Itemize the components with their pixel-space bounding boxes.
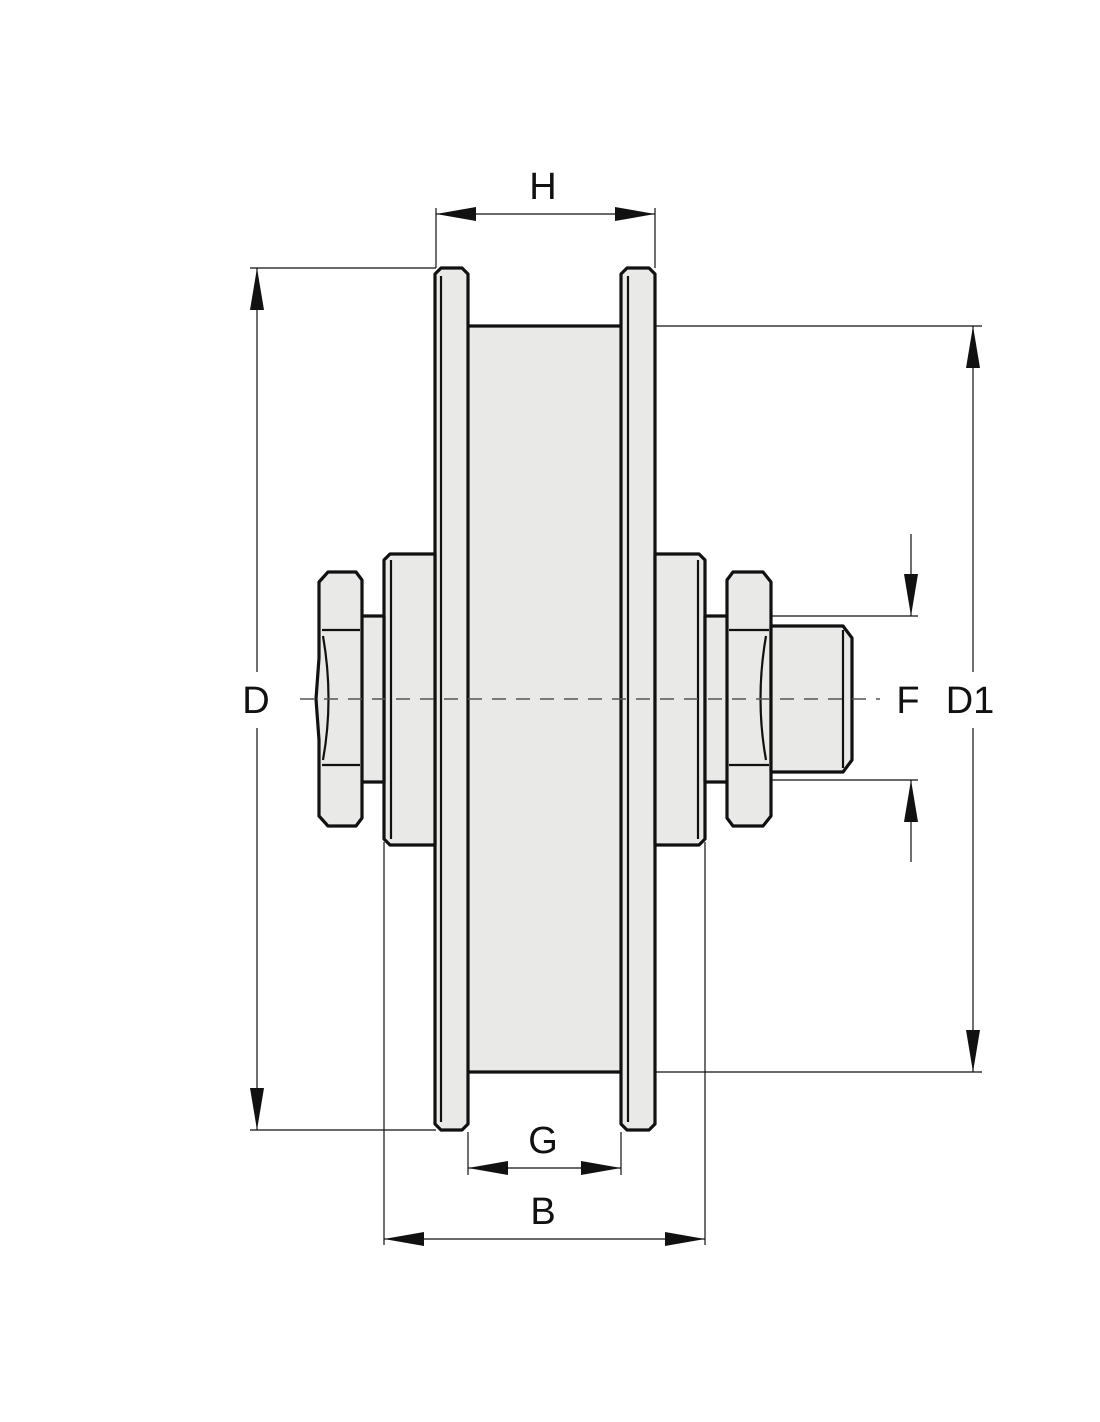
label-g: G (528, 1120, 558, 1162)
label-d: D (242, 680, 269, 722)
dimension-d1 (966, 326, 980, 1072)
dimension-f (904, 534, 918, 862)
dimension-b (384, 1232, 705, 1246)
dimension-g (468, 1161, 621, 1175)
dimension-h (436, 207, 655, 221)
label-d1: D1 (946, 680, 995, 722)
label-b: B (530, 1191, 555, 1233)
dimension-d (250, 268, 264, 1130)
right-spacer (653, 552, 707, 847)
label-h: H (529, 166, 556, 208)
label-f: F (896, 680, 919, 722)
